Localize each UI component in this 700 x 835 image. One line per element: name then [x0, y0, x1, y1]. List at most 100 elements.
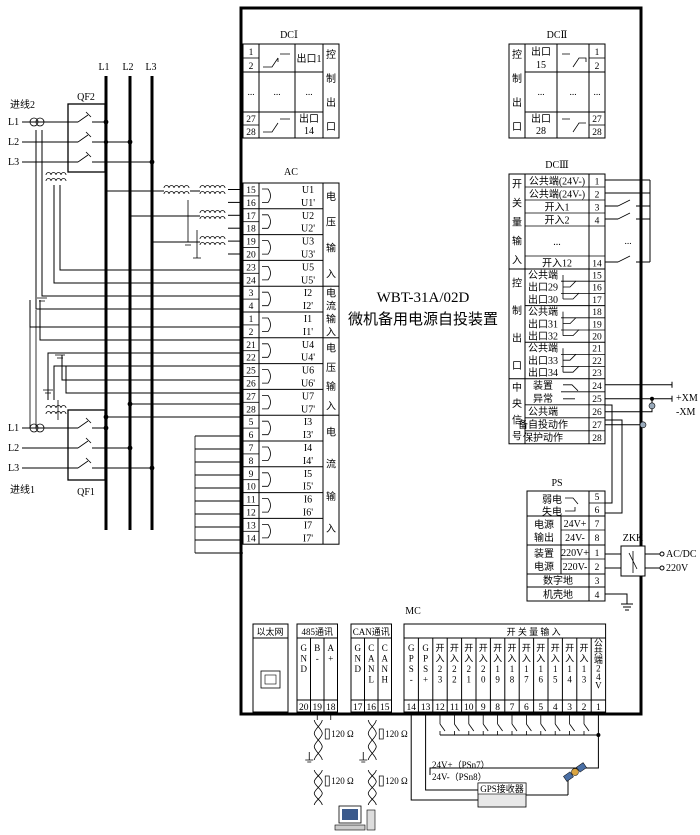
dc3-signal-row: 异常 — [533, 392, 553, 405]
resistor-label: 120 Ω — [331, 776, 354, 786]
qf2-label: QF2 — [77, 92, 95, 103]
svg-text:24V-: 24V- — [565, 533, 585, 544]
mc-switch-col-label: 2 — [596, 664, 601, 674]
ac-group-0-char: 输 — [326, 242, 336, 255]
mc-switch-col-label: 2 — [452, 675, 457, 685]
svg-text:15: 15 — [536, 60, 546, 71]
ac-signal-24: I6 — [304, 495, 312, 506]
mc-switch-col-label: 开 — [551, 643, 560, 653]
ac-terminal-12: 12 — [246, 509, 256, 519]
bus-l2-label: L2 — [122, 62, 133, 73]
dc3-terminal: 27 — [592, 421, 602, 431]
mc-switch-col-label: G — [408, 643, 415, 653]
dc3-ctrl-row: 出口34 — [528, 366, 558, 379]
dc3-sig-label-char: 信 — [512, 414, 522, 426]
svg-text:出口: 出口 — [531, 112, 551, 125]
dc3-switch-label-char: 输 — [512, 235, 522, 248]
ac-terminal-7: 7 — [249, 444, 254, 454]
mc-switch-col-label: 3 — [582, 675, 587, 685]
ac-signal-14: U6 — [302, 366, 314, 377]
dc3-terminal: 15 — [592, 272, 602, 282]
ac-signal-10: I1 — [304, 314, 312, 325]
dc3-terminal: 17 — [592, 296, 602, 306]
svg-text:弱电: 弱电 — [542, 493, 562, 506]
dc3-ext-ellipsis: ... — [624, 237, 631, 247]
ps-block — [526, 490, 606, 602]
mc.rs485-col-label: D — [301, 664, 308, 674]
ac-terminal-6: 6 — [249, 431, 254, 441]
svg-text:电源: 电源 — [534, 560, 554, 573]
dc3-terminal: 1 — [595, 178, 600, 188]
mc-switch-col-label: 4 — [567, 675, 572, 685]
dc3-switch-label-char: 量 — [512, 217, 522, 229]
terminating-resistor-icon — [324, 728, 330, 740]
ac-terminal-26: 26 — [246, 380, 256, 390]
ac-signal-11: I1' — [303, 327, 313, 338]
svg-text:2: 2 — [249, 62, 254, 72]
dc3-switch-row: 公共端(24V-) — [529, 188, 585, 201]
ac-group-3-char: 电 — [326, 425, 336, 438]
dc3-signal-row: 保护动作 — [523, 431, 563, 444]
ac-signal-19: I3' — [303, 430, 313, 441]
mc.can-title: CAN通讯 — [353, 627, 390, 637]
mc-switch-title: 开 关 量 输 入 — [507, 626, 561, 637]
ac-signal-8: I2 — [304, 288, 312, 299]
mc-switch-col-label: 开 — [435, 643, 444, 653]
terminating-resistor-icon — [378, 775, 384, 787]
qf2-breaker-icon — [67, 103, 106, 173]
mc-switch-col-label: S — [409, 664, 414, 674]
ac-group-1-char: 输 — [326, 312, 336, 325]
mc.can-terminal: 17 — [353, 703, 363, 713]
svg-text:2: 2 — [595, 563, 600, 573]
ac-group-0-char: 压 — [326, 217, 336, 229]
svg-text:出: 出 — [326, 96, 336, 109]
svg-text:数字地: 数字地 — [543, 574, 573, 587]
svg-text:2: 2 — [595, 62, 600, 72]
ac-signal-21: I4' — [303, 456, 313, 467]
line1-phase-l1: L1 — [8, 423, 19, 434]
svg-text:出口: 出口 — [299, 112, 319, 125]
dc3-title: DCⅢ — [545, 160, 569, 171]
svg-text:28: 28 — [536, 126, 546, 137]
ethernet-label: 以太网 — [256, 626, 283, 637]
ac-group-3-char: 流 — [326, 458, 336, 471]
mc-switch-col-label: 2 — [467, 664, 472, 674]
mc-switch-col-label: 开 — [479, 643, 488, 653]
ac-terminal-11: 11 — [246, 496, 255, 506]
dc3-ctrl-label-char: 口 — [512, 361, 522, 372]
ac-terminal-23: 23 — [246, 263, 256, 273]
xm-minus: -XM — [676, 407, 696, 418]
svg-text:...: ... — [305, 88, 312, 98]
dc3-terminal: 24 — [592, 382, 602, 392]
mc.can-col-label: N — [355, 654, 362, 664]
ac-group-0-char: 电 — [326, 190, 336, 203]
mc-switch-terminal: 1 — [596, 703, 601, 713]
svg-text:口: 口 — [512, 122, 522, 133]
dc3-terminal: 16 — [592, 284, 602, 294]
svg-text:出口1: 出口1 — [297, 52, 322, 65]
ac-terminal-21: 21 — [246, 341, 256, 351]
mc.can-col-label: L — [369, 675, 375, 685]
mc.can-col-label: A — [368, 654, 375, 664]
mc-switch-terminal: 6 — [524, 703, 529, 713]
mc-switch-col-label: 1 — [510, 664, 515, 674]
svg-text:...: ... — [537, 88, 544, 98]
mc.rs485-terminal: 18 — [326, 703, 336, 713]
mc-switch-col-label: 入 — [522, 654, 531, 664]
mc.rs485-col-label: B — [314, 643, 320, 653]
mc.can-terminal: 15 — [380, 703, 390, 713]
mc-switch-col-label: 开 — [464, 643, 473, 653]
mc-switch-col-label: 2 — [481, 664, 486, 674]
line1-phase-l2: L2 — [8, 443, 19, 454]
dc3-terminal: 18 — [592, 308, 602, 318]
svg-text:...: ... — [247, 88, 254, 98]
mc.can-col-label: A — [382, 654, 389, 664]
svg-text:1: 1 — [595, 48, 600, 58]
svg-text:...: ... — [569, 88, 576, 98]
mc-switch-col-label: 端 — [594, 654, 603, 665]
svg-text:4: 4 — [595, 591, 600, 601]
ac-terminal-13: 13 — [246, 521, 256, 531]
dc3-ctrl-row: 出口33 — [528, 354, 558, 367]
